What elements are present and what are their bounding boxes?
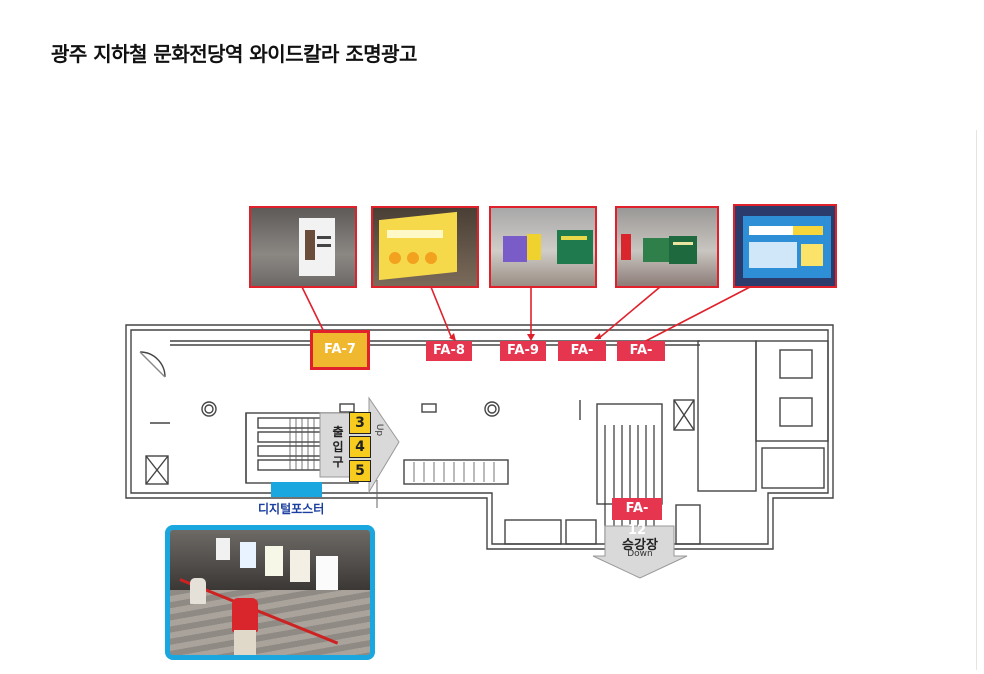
location-tag-fa8[interactable]: FA-8 xyxy=(426,341,472,361)
location-code: FA-10 xyxy=(570,343,594,378)
ad-photo-fa11[interactable] xyxy=(733,204,837,288)
exit-3-badge[interactable]: 3 xyxy=(349,412,371,434)
location-code: FA-12 xyxy=(625,501,649,538)
connector-fa7 xyxy=(301,286,328,339)
platform-down-arrow xyxy=(592,525,688,579)
location-tag-fa12[interactable]: FA-12 xyxy=(612,498,662,538)
ad-photo-fa9[interactable] xyxy=(489,206,597,288)
digital-poster-marker[interactable] xyxy=(271,482,322,497)
digital-poster-label: 디지털포스터 xyxy=(258,502,325,516)
platform-label: 승강장 xyxy=(622,538,658,553)
exit-label-char-3: 구 xyxy=(332,455,344,469)
ad-photo-fa8[interactable] xyxy=(371,206,479,288)
exit-label-char-2: 입 xyxy=(332,440,344,454)
location-code: FA-9 xyxy=(507,343,539,358)
location-tag-fa9[interactable]: FA-9 xyxy=(500,341,546,361)
exit-label-char-1: 출 xyxy=(332,425,344,439)
connector-fa11 xyxy=(639,286,751,345)
location-tag-fa10[interactable]: FA-10 xyxy=(558,341,606,378)
ad-photo-fa10[interactable] xyxy=(615,206,719,288)
location-code: FA-8 xyxy=(433,343,465,358)
page-title: 광주 지하철 문화전당역 와이드칼라 조명광고 xyxy=(51,42,417,66)
location-code: FA-11 xyxy=(629,343,653,378)
location-code: FA-7 xyxy=(324,342,356,357)
escalator-photo[interactable] xyxy=(165,525,375,660)
platform-direction-label: Down xyxy=(627,549,653,559)
location-tag-fa11[interactable]: FA-11 xyxy=(617,341,665,378)
page-edge-line xyxy=(976,130,977,670)
exit-5-badge[interactable]: 5 xyxy=(349,460,371,482)
exit-direction-label: Up xyxy=(374,423,385,437)
connector-fa8 xyxy=(430,286,453,340)
location-tag-fa7[interactable]: FA-7 xyxy=(310,330,370,370)
exit-4-badge[interactable]: 4 xyxy=(349,436,371,458)
ad-photo-fa7[interactable] xyxy=(249,206,357,288)
connector-fa10 xyxy=(597,286,661,340)
